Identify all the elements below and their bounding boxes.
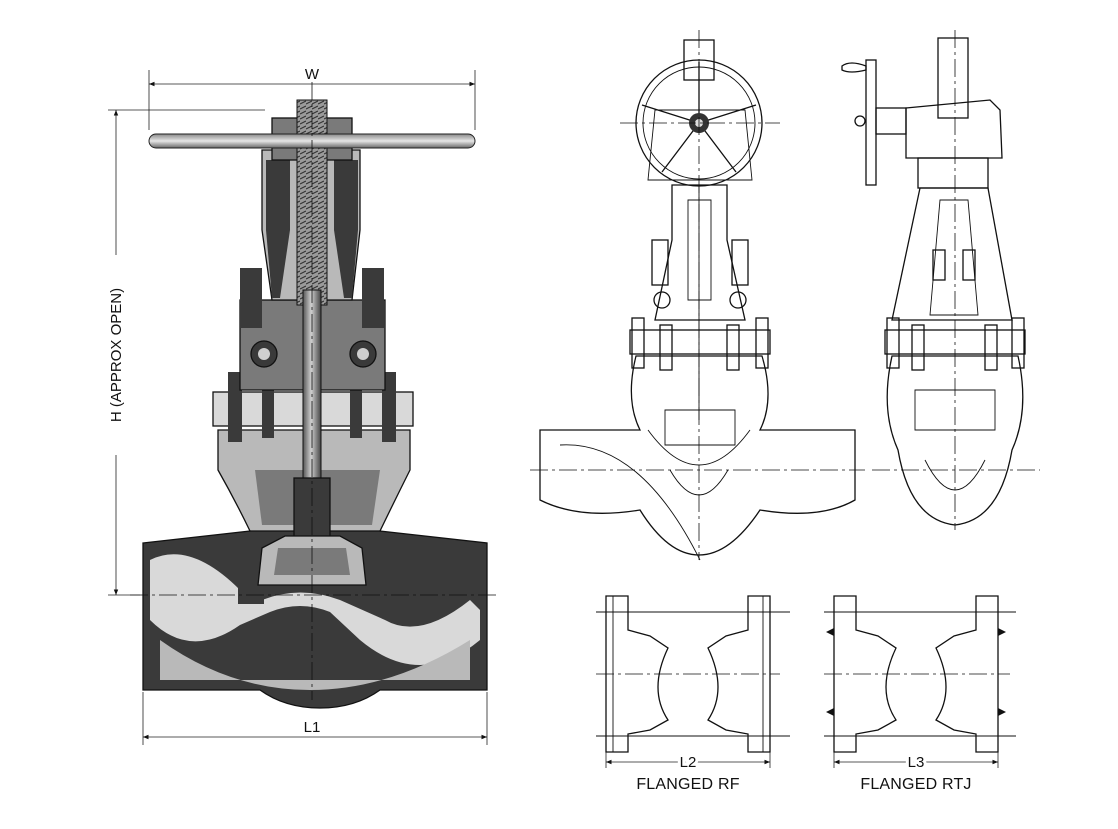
bolt-side-2 <box>911 324 925 371</box>
lower-body-shading <box>160 640 470 690</box>
yoke-window-side <box>929 199 979 316</box>
yoke-front <box>654 184 746 321</box>
seat-left <box>238 588 264 604</box>
body-front <box>539 355 856 556</box>
rtj-groove-marks-right <box>998 628 1006 716</box>
flanged-rf-caption: FLANGED RF <box>636 776 739 793</box>
rtj-groove-marks-left <box>826 628 834 716</box>
yoke-window-front <box>687 199 712 301</box>
flanged-rtj-detail: L3 FLANGED RTJ <box>824 595 1016 793</box>
crank-pin <box>854 115 866 127</box>
eyebolt-right-inner <box>357 348 369 360</box>
bracket-right-front <box>731 239 749 286</box>
flow-passage <box>150 554 480 665</box>
l3-label: L3 <box>908 754 925 771</box>
gearbox-side <box>905 99 1003 159</box>
bolt-side-4 <box>1011 317 1025 369</box>
disc-side <box>914 389 996 431</box>
gearbox-front <box>647 109 753 181</box>
h-label: H (APPROX OPEN) <box>108 288 125 422</box>
disc-front <box>664 409 736 446</box>
rtj-left-flange <box>833 595 897 753</box>
flanged-rtj-caption: FLANGED RTJ <box>860 776 971 793</box>
bracket-eye-left <box>653 291 671 309</box>
stem-cover-side <box>937 37 969 119</box>
bolt-front-3 <box>726 324 740 371</box>
bonnet-bolt-left <box>228 372 242 442</box>
eyebolt-left-inner <box>258 348 270 360</box>
bonnet-bolt-inner-right <box>350 388 362 438</box>
gland-stud-left <box>240 268 262 328</box>
crank-shaft <box>875 107 907 135</box>
gland-stud-right <box>362 268 384 328</box>
bolt-side-3 <box>984 324 998 371</box>
w-label: W <box>305 66 320 83</box>
bolt-front-2 <box>659 324 673 371</box>
gearbox-base-side <box>917 157 989 189</box>
bolt-front-1 <box>631 317 645 369</box>
handwheel-valve-front-view <box>530 30 865 561</box>
yoke-lug-left <box>932 249 946 281</box>
rtj-right-flange <box>935 595 999 753</box>
yoke-side <box>891 187 1013 321</box>
bracket-eye-right <box>729 291 747 309</box>
crank-arm <box>865 59 877 186</box>
bonnet-bolt-inner-left <box>262 388 274 438</box>
yoke-arm-left <box>266 160 290 298</box>
bonnet-flange-front <box>629 329 771 355</box>
sweep-arc-front <box>559 444 701 561</box>
geared-valve-side-view <box>841 30 1040 530</box>
flanged-rf-detail: L2 FLANGED RF <box>596 595 790 793</box>
seat-arc-front <box>647 429 751 466</box>
rf-left-flange <box>605 595 669 753</box>
yoke-lug-right <box>962 249 976 281</box>
sectional-valve-view: W H (APPROX OPEN) L1 <box>108 66 500 745</box>
bracket-left-front <box>651 239 669 286</box>
l1-label: L1 <box>304 719 321 736</box>
l2-label: L2 <box>680 754 697 771</box>
rf-right-flange <box>707 595 771 753</box>
bolt-side-1 <box>886 317 900 369</box>
seat-right <box>360 588 386 604</box>
yoke-arm-right <box>334 160 358 298</box>
bolt-front-4 <box>755 317 769 369</box>
crank-knob <box>841 62 867 73</box>
